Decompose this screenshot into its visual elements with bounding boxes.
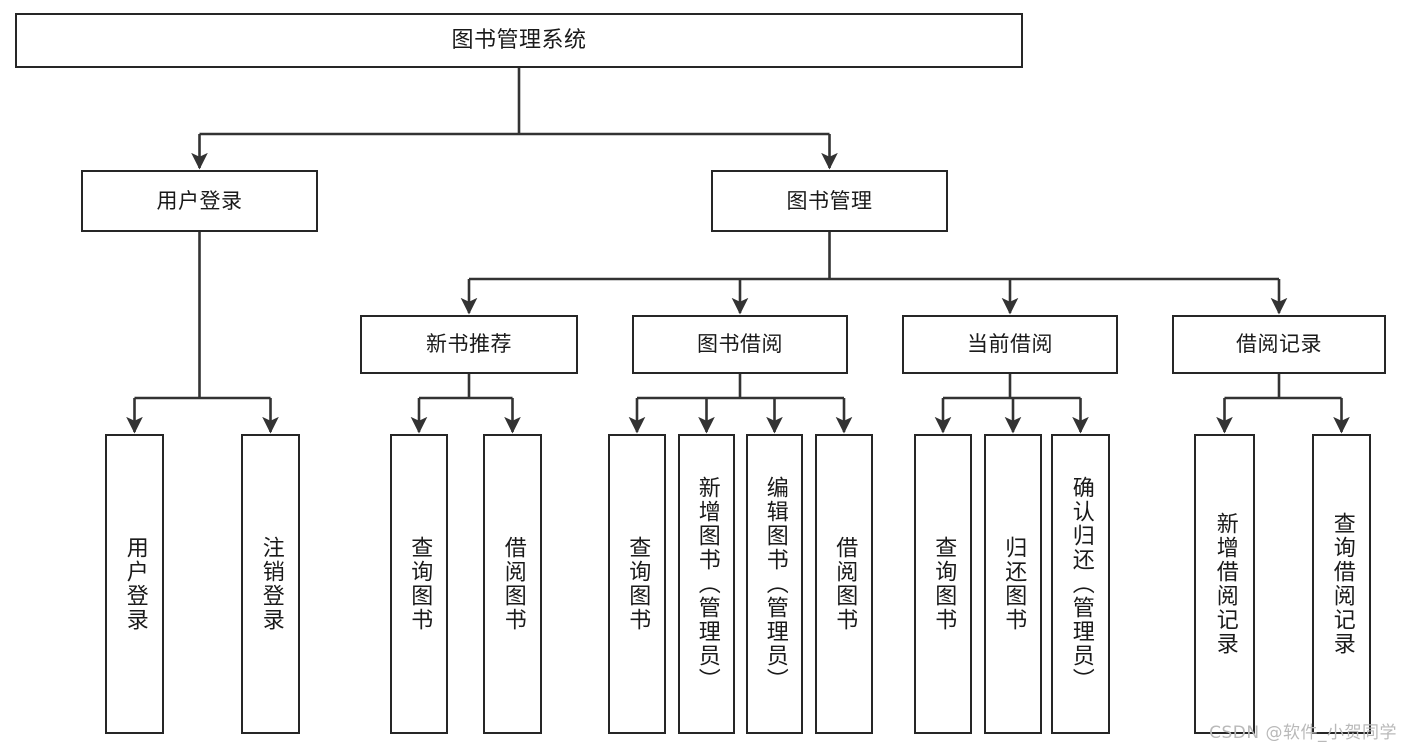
node-leaf-confirm-return[interactable]: 确认归还（管理员）	[1051, 434, 1110, 734]
node-label-leaf-query-borrow-record: 查询借阅记录	[1329, 512, 1355, 656]
node-label-leaf-query-book-current: 查询图书	[931, 536, 957, 632]
node-label-new-book-rec: 新书推荐	[426, 332, 512, 357]
node-leaf-query-book-current[interactable]: 查询图书	[914, 434, 972, 734]
node-label-leaf-add-book: 新增图书（管理员）	[694, 476, 720, 692]
node-label-leaf-confirm-return: 确认归还（管理员）	[1068, 476, 1094, 692]
node-leaf-query-book-borrow[interactable]: 查询图书	[608, 434, 666, 734]
node-leaf-edit-book[interactable]: 编辑图书（管理员）	[746, 434, 803, 734]
node-label-leaf-logout: 注销登录	[258, 536, 284, 632]
node-leaf-add-book[interactable]: 新增图书（管理员）	[678, 434, 735, 734]
node-label-leaf-borrow-book: 借阅图书	[832, 536, 858, 632]
node-current-borrow[interactable]: 当前借阅	[902, 315, 1118, 374]
node-label-leaf-user-login: 用户登录	[122, 536, 148, 632]
node-leaf-query-book-rec[interactable]: 查询图书	[390, 434, 448, 734]
node-label-leaf-edit-book: 编辑图书（管理员）	[762, 476, 788, 692]
node-label-leaf-query-book-rec: 查询图书	[407, 536, 433, 632]
node-leaf-query-borrow-record[interactable]: 查询借阅记录	[1312, 434, 1371, 734]
node-leaf-borrow-book[interactable]: 借阅图书	[815, 434, 873, 734]
node-borrow-record[interactable]: 借阅记录	[1172, 315, 1386, 374]
node-book-manage[interactable]: 图书管理	[711, 170, 948, 232]
node-root[interactable]: 图书管理系统	[15, 13, 1023, 68]
node-label-root: 图书管理系统	[451, 27, 587, 53]
node-user-login[interactable]: 用户登录	[81, 170, 318, 232]
node-book-borrow[interactable]: 图书借阅	[632, 315, 848, 374]
node-leaf-logout[interactable]: 注销登录	[241, 434, 300, 734]
node-label-leaf-return-book: 归还图书	[1001, 536, 1027, 632]
node-label-borrow-record: 借阅记录	[1236, 332, 1322, 357]
node-label-user-login: 用户登录	[156, 188, 243, 213]
node-label-book-borrow: 图书借阅	[697, 332, 783, 357]
node-leaf-user-login[interactable]: 用户登录	[105, 434, 164, 734]
node-leaf-return-book[interactable]: 归还图书	[984, 434, 1042, 734]
node-label-leaf-query-book-borrow: 查询图书	[625, 536, 651, 632]
node-leaf-add-borrow-record[interactable]: 新增借阅记录	[1194, 434, 1255, 734]
node-label-leaf-add-borrow-record: 新增借阅记录	[1212, 512, 1238, 656]
node-leaf-borrow-book-rec[interactable]: 借阅图书	[483, 434, 542, 734]
node-new-book-rec[interactable]: 新书推荐	[360, 315, 578, 374]
node-label-leaf-borrow-book-rec: 借阅图书	[500, 536, 526, 632]
watermark-text: CSDN @软件_小贺同学	[1209, 723, 1397, 743]
node-label-book-manage: 图书管理	[786, 188, 873, 213]
node-label-current-borrow: 当前借阅	[967, 332, 1053, 357]
